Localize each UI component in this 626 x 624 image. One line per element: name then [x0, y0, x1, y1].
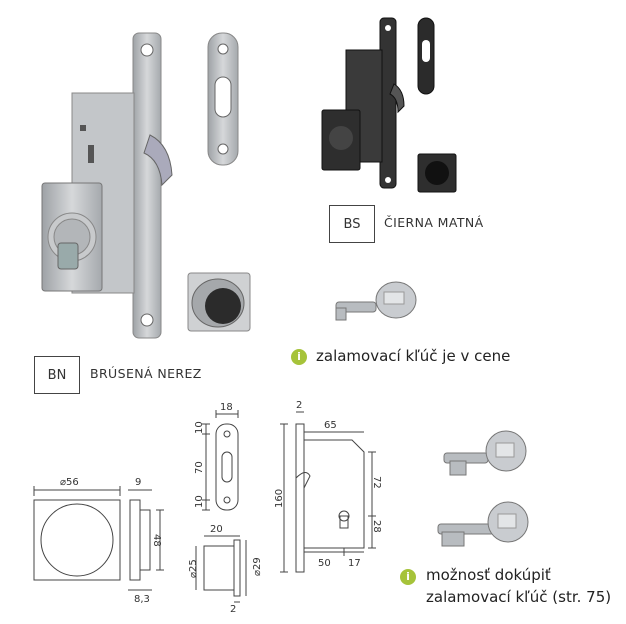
dim-strike-width: 18: [220, 402, 233, 413]
dim-lock-upper: 72: [371, 476, 382, 489]
dim-pull-dia-inner: ⌀25: [188, 559, 199, 578]
variant-code-bs: BS: [329, 205, 375, 243]
optional-key-illustration-bottom: [437, 501, 529, 547]
dim-lock-backset: 50: [318, 558, 331, 569]
info-icon: i: [400, 569, 416, 585]
dim-handle-width: ⌀56: [60, 477, 79, 488]
note-key-included: zalamovací kľúč je v cene: [316, 347, 511, 365]
dim-lock-offset: 17: [348, 558, 361, 569]
dim-handle-flange: 8,3: [134, 594, 150, 605]
dim-handle-depth: 9: [135, 477, 141, 488]
dim-lock-lower: 28: [371, 520, 382, 533]
dim-strike-bottom: 10: [194, 495, 205, 508]
note-key-optional-line2: zalamovací kľúč (str. 75): [426, 588, 612, 606]
variant-code-bn: BN: [34, 356, 80, 394]
note-key-optional-line1: možnosť dokúpiť: [426, 566, 551, 584]
dim-pull-width: 20: [210, 524, 223, 535]
dim-lock-height: 160: [274, 489, 285, 508]
dim-lock-body: 65: [324, 420, 337, 431]
info-icon: i: [291, 349, 307, 365]
key-illustration: [335, 281, 417, 321]
dim-strike-top: 10: [194, 421, 205, 434]
dim-lock-plate: 2: [296, 400, 302, 411]
dim-pull-flange: 2: [230, 604, 236, 615]
technical-drawing: ⌀56 9 48 8,3 18 10 70 10 20 ⌀25 ⌀29 2 2 …: [33, 400, 382, 615]
dim-strike-mid: 70: [194, 461, 205, 474]
dim-pull-dia-outer: ⌀29: [252, 557, 263, 576]
variant-label-bs: ČIERNA MATNÁ: [384, 215, 484, 230]
lock-steel-illustration: [41, 32, 251, 339]
variant-label-bn: BRÚSENÁ NEREZ: [90, 366, 202, 381]
dim-handle-height: 48: [151, 534, 162, 547]
lock-black-illustration: [321, 17, 457, 193]
optional-key-illustration-top: [443, 430, 527, 476]
